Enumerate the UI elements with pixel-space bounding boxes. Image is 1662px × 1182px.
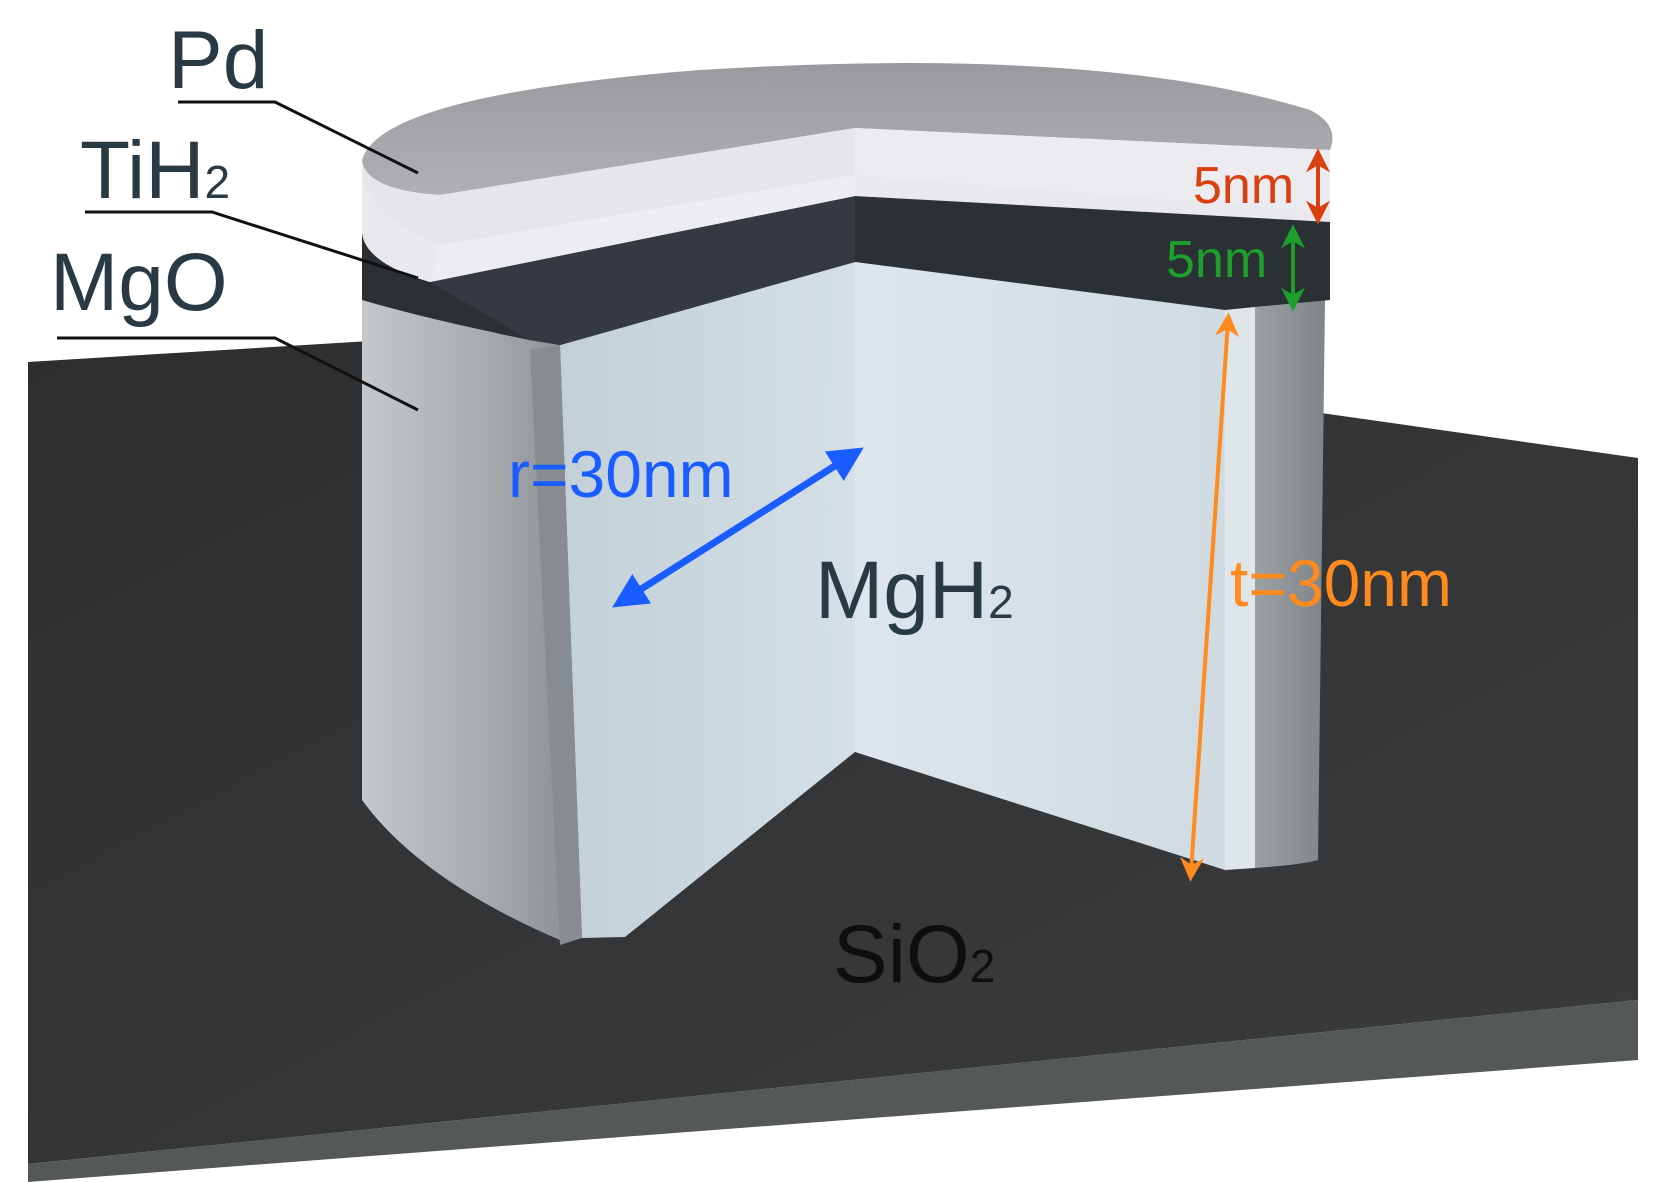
substrate-edge — [28, 1000, 1638, 1182]
pd-thickness-dimension: 5nm — [1193, 148, 1330, 225]
core-label: MgH2 — [815, 545, 1014, 636]
pd-thickness-label: 5nm — [1193, 157, 1294, 215]
substrate-label: SiO2 — [833, 909, 995, 1000]
mgo-cut-left — [530, 345, 582, 945]
thickness-dimension: t=30nm — [1179, 312, 1452, 882]
leader-lines — [57, 100, 419, 412]
mgo-side-left — [362, 300, 560, 940]
core-face-right — [855, 262, 1225, 870]
layer-labels: Pd TiH2 MgO — [50, 15, 268, 328]
tih2-front-face — [430, 196, 855, 345]
mgo-label: MgO — [50, 237, 228, 328]
radius-dimension: r=30nm — [508, 437, 864, 608]
radius-label: r=30nm — [508, 437, 734, 511]
tih2-thickness-label: 5nm — [1166, 231, 1267, 289]
pd-rim-left — [362, 128, 855, 245]
tih2-thickness-dimension: 5nm — [1166, 224, 1305, 312]
thickness-label: t=30nm — [1230, 546, 1452, 620]
mgo-side-right — [1255, 300, 1325, 868]
pd-leader — [178, 100, 419, 175]
tih2-label: TiH2 — [80, 125, 230, 216]
pd-top — [362, 63, 1333, 195]
mgo-leader — [57, 336, 419, 412]
thickness-arrow — [1179, 312, 1240, 882]
tih2-leader — [85, 210, 419, 280]
radius-arrow — [612, 447, 864, 608]
pd-top-rim — [855, 128, 1330, 212]
pd-label: Pd — [168, 15, 268, 106]
